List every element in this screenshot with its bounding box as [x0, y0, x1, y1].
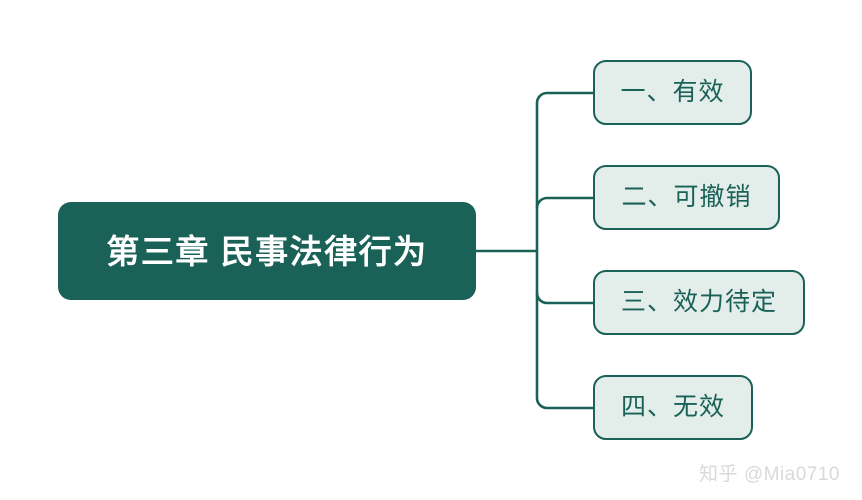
mindmap-child-node-3[interactable]: 三、效力待定: [593, 270, 805, 335]
mindmap-child-node-1[interactable]: 一、有效: [593, 60, 752, 125]
child-node-label-3: 三、效力待定: [620, 288, 777, 316]
child-node-label-4: 四、无效: [620, 393, 725, 421]
mindmap-child-node-4[interactable]: 四、无效: [593, 375, 753, 440]
child-node-label-2: 二、可撤销: [621, 183, 752, 211]
root-node-label: 第三章 民事法律行为: [106, 232, 428, 270]
connector-branch-4: [535, 397, 593, 410]
connector-branch-1: [535, 91, 593, 104]
child-node-label-1: 一、有效: [620, 78, 725, 106]
mindmap-child-node-2[interactable]: 二、可撤销: [593, 165, 780, 230]
connector-branch-2: [535, 196, 593, 209]
mindmap-root-node[interactable]: 第三章 民事法律行为: [58, 202, 476, 300]
connector-branch-3: [535, 292, 593, 305]
watermark-label: 知乎 @Mia0710: [699, 464, 840, 485]
